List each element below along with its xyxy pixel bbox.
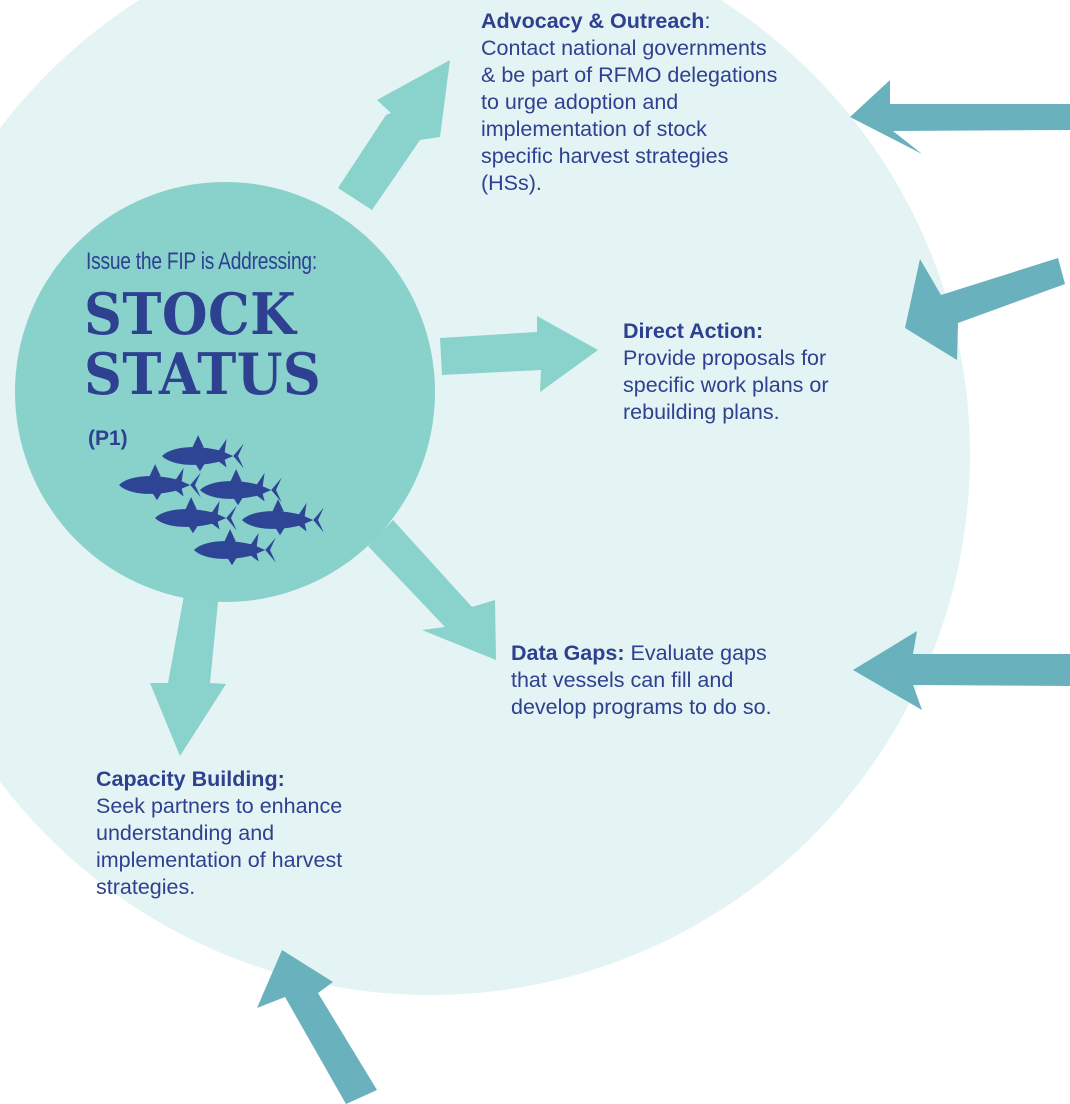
inward-arrows [257, 80, 1070, 1104]
direct-action-line: specific work plans or [623, 373, 829, 397]
data-gaps-line: that vessels can fill and [511, 668, 734, 692]
data-gaps-first-line: Evaluate gaps [624, 641, 767, 665]
data-gaps-line: develop programs to do so. [511, 695, 772, 719]
data-gaps-heading-line: Data Gaps: Evaluate gaps [511, 640, 851, 667]
center-title-line-1: STOCK [84, 281, 297, 348]
center-circle [15, 182, 435, 602]
capacity-line: implementation of harvest [96, 848, 343, 872]
arrow-to-data-gaps [368, 520, 496, 660]
direct-action-line: Provide proposals for [623, 346, 827, 370]
inward-arrow-advocacy [850, 80, 1070, 154]
data-gaps-heading: Data Gaps: [511, 641, 625, 665]
advocacy-line: (HSs). [481, 171, 542, 195]
advocacy-node: Advocacy & Outreach: Contact national go… [481, 8, 851, 197]
inward-arrow-data-gaps [853, 631, 1070, 710]
capacity-line: strategies. [96, 875, 196, 899]
advocacy-line: specific harvest strategies [481, 144, 729, 168]
arrow-to-capacity [150, 590, 226, 756]
arrow-to-direct-action [440, 316, 598, 392]
advocacy-line: Contact national governments [481, 36, 767, 60]
center-title-line-2: STATUS [84, 341, 322, 408]
advocacy-heading-line: Advocacy & Outreach: [481, 8, 851, 35]
capacity-line: understanding and [96, 821, 275, 845]
inward-arrow-capacity [257, 950, 377, 1104]
inward-arrow-direct-action [905, 258, 1065, 360]
direct-action-line: rebuilding plans. [623, 400, 780, 424]
advocacy-heading: Advocacy & Outreach [481, 9, 705, 33]
direct-action-node: Direct Action: Provide proposals for spe… [623, 318, 913, 426]
capacity-heading: Capacity Building: [96, 767, 285, 791]
advocacy-line: implementation of stock [481, 117, 707, 141]
direct-action-heading: Direct Action: [623, 319, 764, 343]
capacity-node: Capacity Building: Seek partners to enha… [96, 766, 396, 901]
outward-arrows [150, 60, 598, 756]
center-title: STOCK STATUS [84, 285, 360, 405]
center-kicker: Issue the FIP is Addressing: [86, 248, 317, 275]
arrow-to-advocacy [338, 60, 450, 210]
data-gaps-node: Data Gaps: Evaluate gaps that vessels ca… [511, 640, 851, 721]
advocacy-line: & be part of RFMO delegations [481, 63, 778, 87]
capacity-line: Seek partners to enhance [96, 794, 343, 818]
center-subtitle: (P1) [88, 427, 128, 450]
advocacy-line: to urge adoption and [481, 90, 679, 114]
advocacy-colon: : [704, 9, 711, 33]
